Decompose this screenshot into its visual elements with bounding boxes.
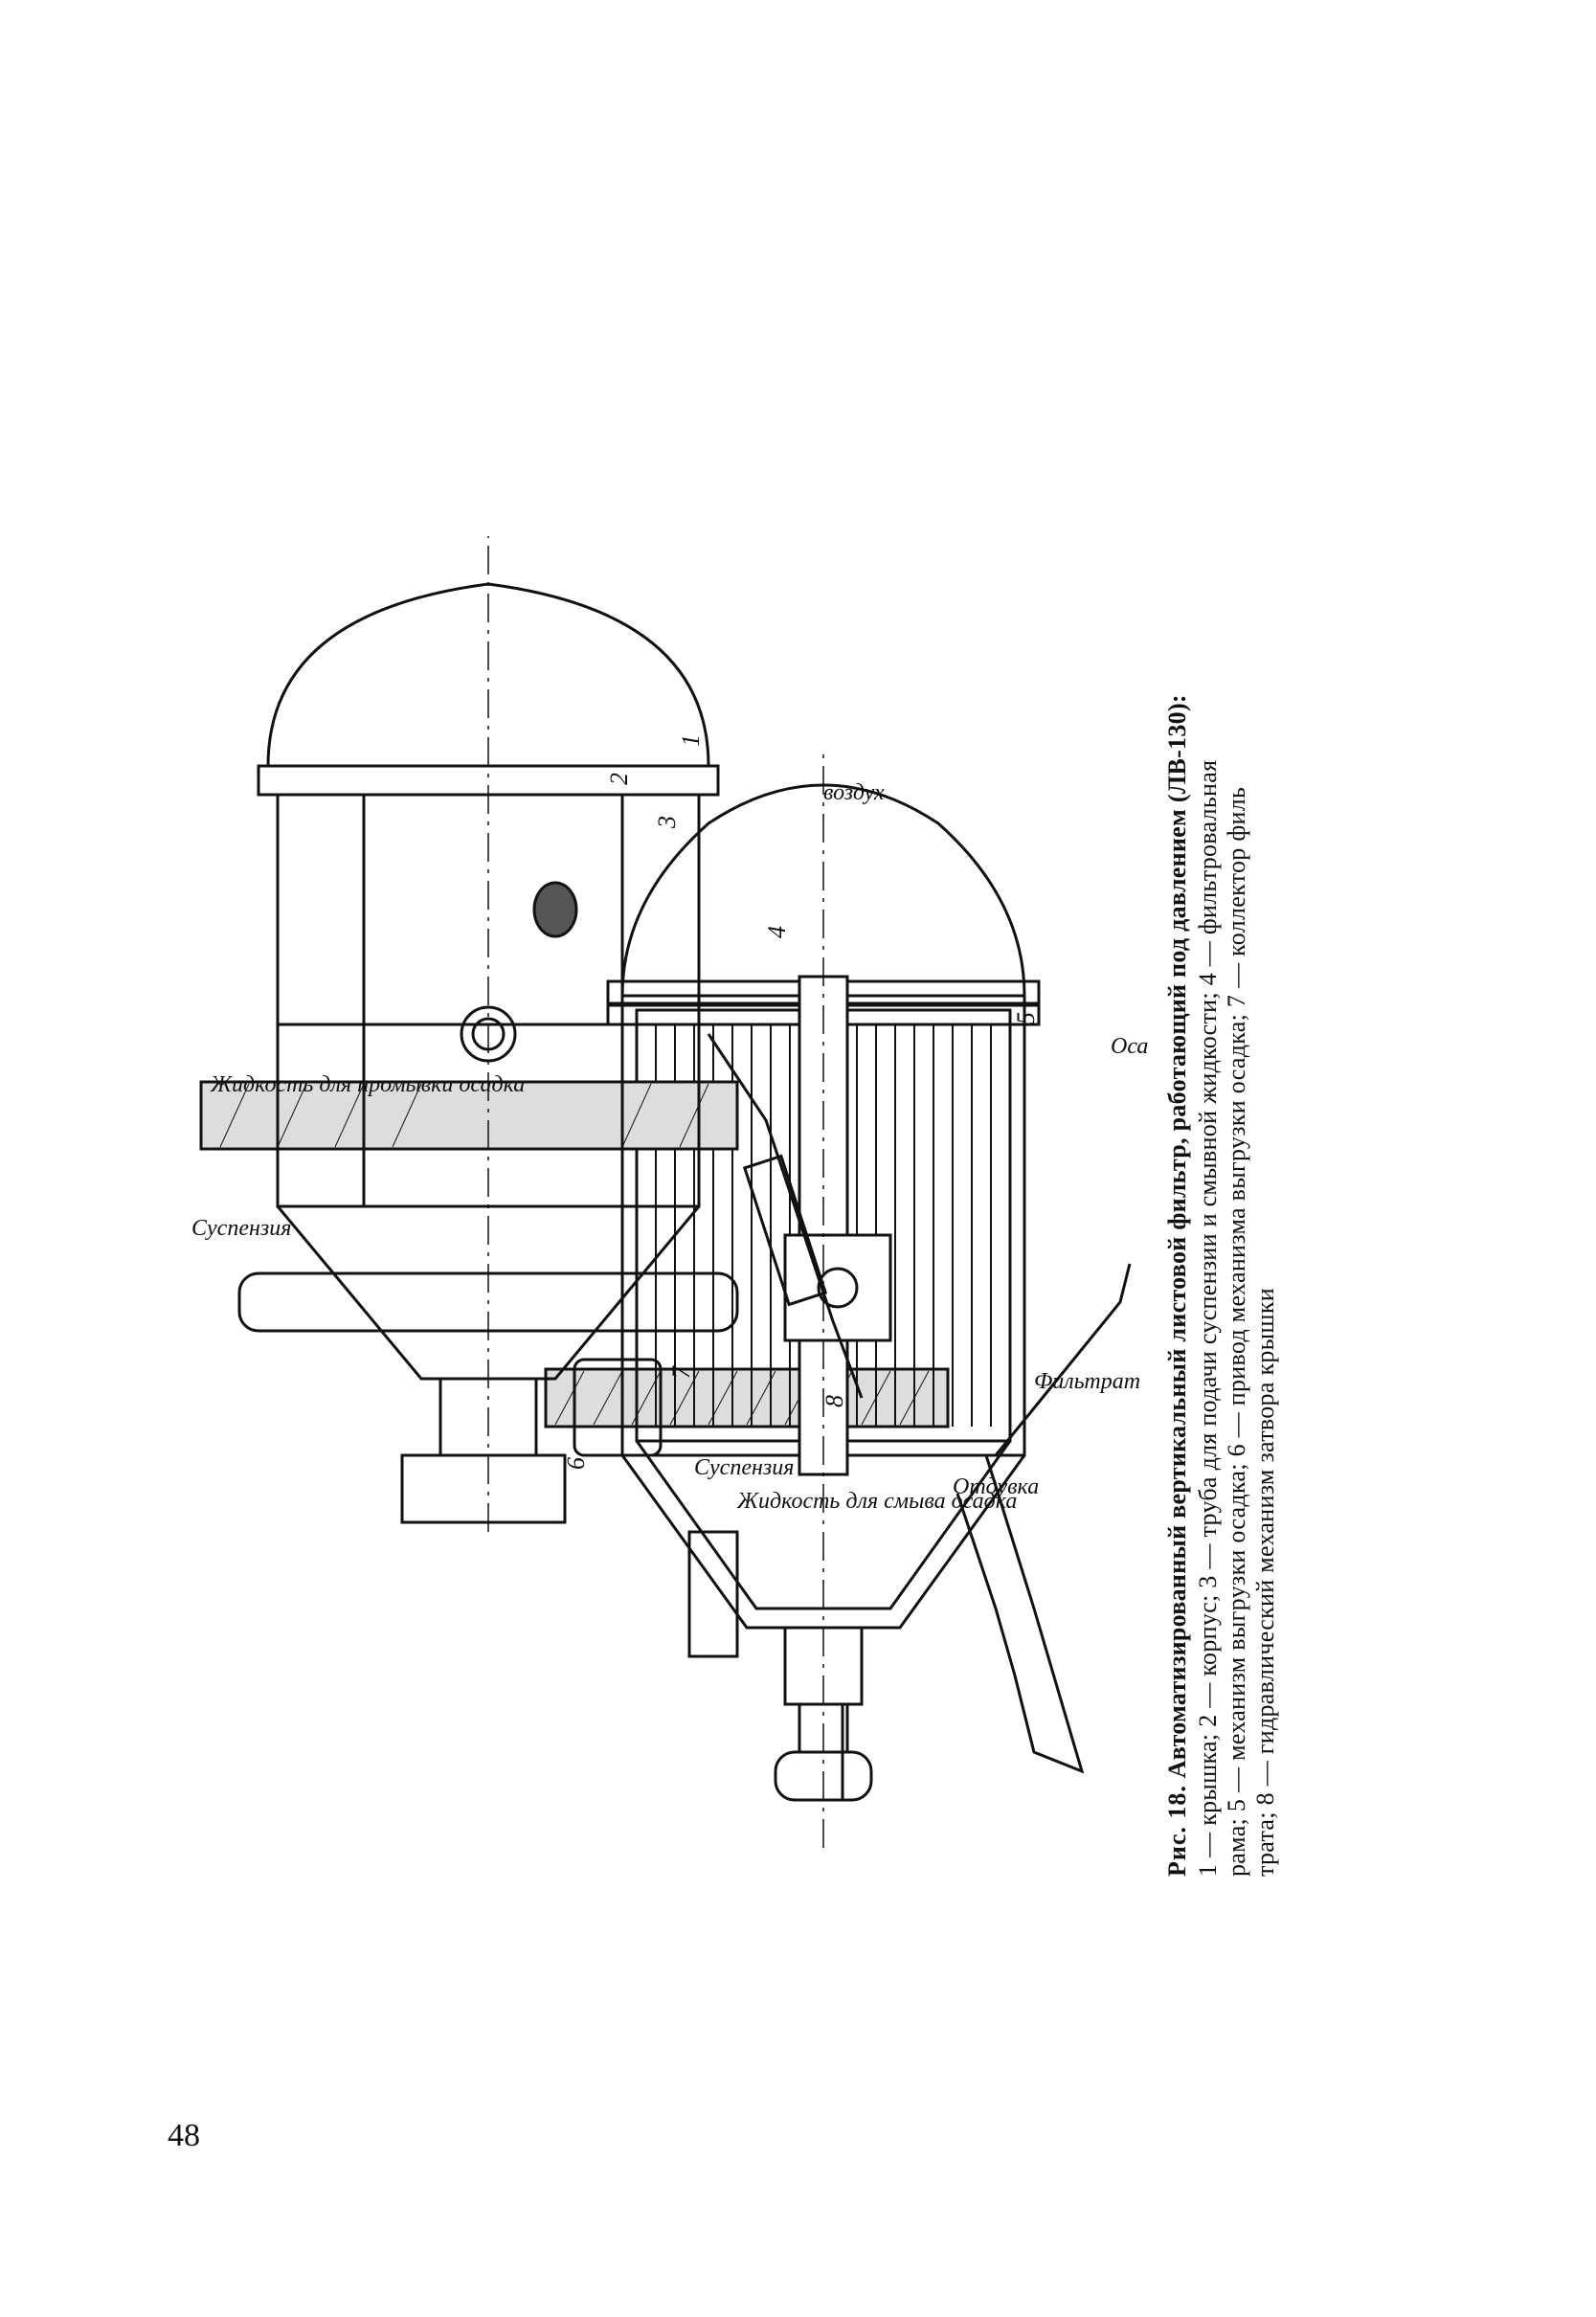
caption-legend: 1 — крышка; 2 — корпус; 3 — труба для по…	[1194, 345, 1280, 1877]
figure-label: Рис. 18.	[1163, 1785, 1191, 1877]
label-blowdown: Отдувка	[953, 1474, 1039, 1499]
label-suspension-left: Суспензия	[694, 1455, 794, 1480]
callout-1: 1	[677, 734, 705, 747]
caption-title-line: Рис. 18. Автоматизированный вертикальный…	[1163, 345, 1192, 1877]
filter-drawing: воздух Суспензия Жидкость для смыва осад…	[191, 536, 1149, 1848]
callout-3: 3	[653, 816, 681, 829]
callout-4: 4	[763, 926, 791, 938]
label-filtrate: Фильтрат	[1034, 1369, 1140, 1394]
figure-title: Автоматизированный вертикальный листовой…	[1163, 694, 1191, 1779]
legend-line-2: рама; 5 — механизм выгрузки осадка; 6 — …	[1223, 786, 1250, 1877]
label-air: воздух	[823, 780, 885, 805]
callout-5: 5	[1012, 1012, 1040, 1024]
figure-caption: Рис. 18. Автоматизированный вертикальный…	[1163, 345, 1280, 1877]
technical-figure: воздух Суспензия Жидкость для смыва осад…	[172, 268, 1149, 1991]
label-suspension-right: Суспензия	[191, 1216, 291, 1241]
callout-8: 8	[820, 1395, 848, 1407]
page-number: 48	[168, 2118, 200, 2153]
rotated-figure-block: воздух Суспензия Жидкость для смыва осад…	[172, 268, 1369, 1991]
right-drawing-exterior-view	[199, 536, 864, 1532]
callout-2: 2	[605, 773, 633, 785]
left-drawing-section-view	[544, 747, 1132, 1848]
label-wash-liquid-left: Жидкость для смыва осадка	[736, 1489, 1017, 1514]
legend-line-3: трата; 8 — гидравлический механизм затво…	[1251, 1288, 1279, 1877]
label-wash-liquid-right: Жидкость для промывки осадка	[210, 1072, 525, 1097]
label-sediment: Осадок	[1111, 1034, 1149, 1059]
callout-6: 6	[562, 1457, 590, 1470]
callout-7: 7	[667, 1365, 695, 1379]
legend-line-1: 1 — крышка; 2 — корпус; 3 — труба для по…	[1194, 759, 1222, 1877]
